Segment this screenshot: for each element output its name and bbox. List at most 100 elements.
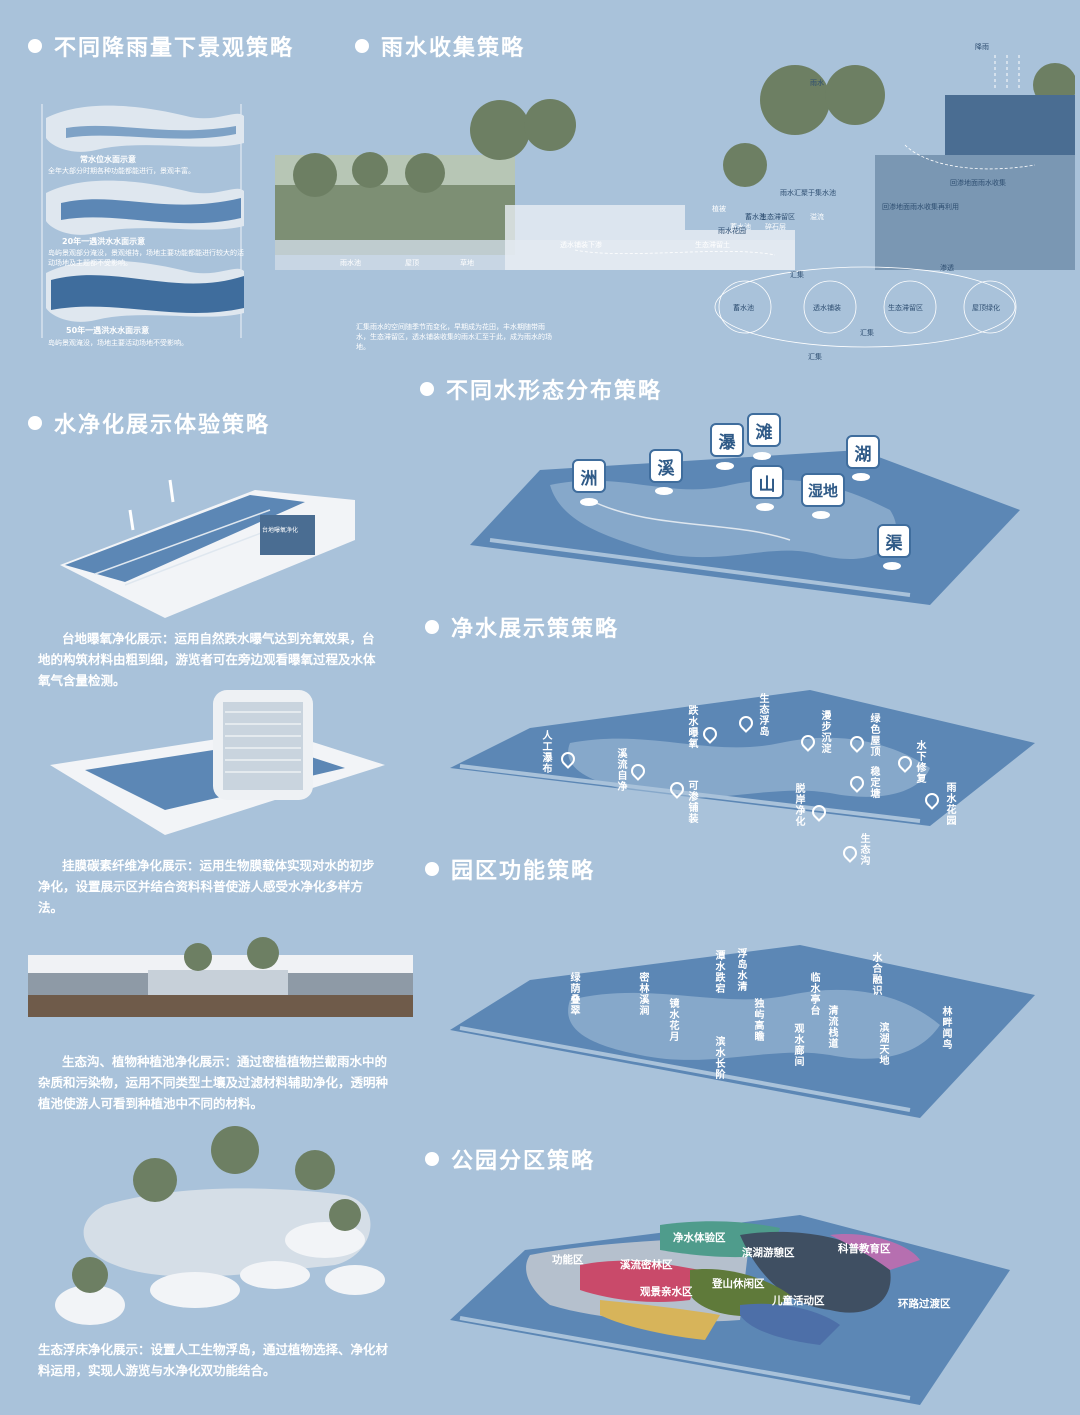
- water-form-tag: 湿地: [801, 473, 845, 507]
- zone-label: 儿童活动区: [772, 1295, 825, 1307]
- collect-caption: 汇集雨水的空间随季节而变化，早期成为花田，丰水期随带雨水，生态滞留区，透水铺装收…: [356, 323, 552, 351]
- tag-pin-icon: [812, 511, 830, 519]
- function-point-label: 浮岛水清: [735, 948, 746, 992]
- tag-pin-icon: [655, 487, 673, 495]
- function-point-label: 密林溪涧: [637, 972, 648, 1016]
- function-point-label: 临水亭台: [808, 972, 819, 1016]
- cycle-node: 蓄水池: [733, 304, 754, 312]
- collect-label: 蓄水池: [730, 223, 751, 231]
- flood-50-level: [46, 260, 244, 322]
- purify-desc: 生态浮床净化展示：设置人工生物浮岛，通过植物选择、净化材料运用，实现人游览与水净…: [38, 1342, 389, 1378]
- clean-point-label: 绿色屋顶: [868, 713, 879, 757]
- cycle-node: 屋顶绿化: [972, 304, 1000, 312]
- zone-shape: [600, 1300, 720, 1340]
- zone-label: 净水体验区: [673, 1232, 726, 1244]
- clean-point-label: 溪流自净: [615, 748, 626, 792]
- collect-label: 回渗地面雨水收集再利用: [882, 203, 959, 211]
- zone-shape: [740, 1231, 891, 1313]
- collect-label: 回渗地面雨水收集: [950, 179, 1006, 187]
- cycle-node: 透水铺装: [813, 304, 841, 312]
- collect-label: 雨水花园: [718, 227, 746, 235]
- water-form-tag: 山: [750, 465, 784, 499]
- zone-label: 滨湖游憩区: [742, 1247, 795, 1259]
- location-pin-icon: [840, 843, 860, 863]
- zone-label: 登山休闲区: [712, 1278, 765, 1290]
- rain-level-desc: 全年大部分时期各种功能都能进行，景观丰富。: [48, 167, 195, 175]
- rain-level-desc: 岛屿景观淹没，场地主要活动场地不受影响。: [48, 339, 188, 347]
- bullet-icon: [425, 862, 439, 876]
- bullet-icon: [425, 620, 439, 634]
- bullet-icon: [425, 1152, 439, 1166]
- clean-point-label: 生态沟: [858, 833, 869, 866]
- cycle-edge: 汇集: [860, 329, 874, 337]
- purify-desc: 台地曝氧净化展示：运用自然跌水曝气达到充氧效果，台地的构筑材料由粗到细，游览者可…: [38, 631, 376, 688]
- clean-point-label: 可渗铺装: [686, 780, 697, 824]
- function-point-label: 观水廊间: [792, 1023, 803, 1067]
- clean-point-label: 漫步沉淀: [819, 710, 830, 754]
- clean-point-label: 水下修复: [914, 740, 925, 784]
- collect-label: 屋顶: [405, 259, 419, 267]
- clean-show-map: [450, 690, 1035, 826]
- zone-shape: [580, 1260, 700, 1302]
- heading-rain-landscape: 不同降雨量下景观策略: [28, 30, 294, 62]
- zone-label: 功能区: [552, 1254, 584, 1266]
- water-form-map: [470, 450, 1020, 605]
- function-point-label: 滨湖天地: [877, 1022, 888, 1066]
- bullet-icon: [420, 382, 434, 396]
- zone-label: 科普教育区: [838, 1243, 891, 1255]
- clean-point-label: 稳定塘: [868, 766, 879, 799]
- bullet-icon: [28, 39, 42, 53]
- eco-ditch-illustration: [28, 937, 413, 1017]
- function-point-label: 滨水长阶: [713, 1036, 724, 1080]
- heading-function: 园区功能策略: [425, 853, 595, 885]
- collect-label: 溢流: [810, 213, 824, 221]
- heading-clean-show: 净水展示策策略: [425, 611, 619, 643]
- flood-20-level: [46, 180, 244, 235]
- collect-label: 碎石层: [765, 223, 786, 231]
- purify-desc: 挂膜碳素纤维净化展示：运用生物膜载体实现对水的初步净化，设置展示区并结合资料科普…: [38, 858, 375, 915]
- bullet-icon: [355, 39, 369, 53]
- cycle-node: 生态滞留区: [888, 304, 923, 312]
- rain-levels-diagram: [41, 104, 244, 338]
- collect-label: 蓄水池: [745, 213, 766, 221]
- rain-level-title: 常水位水面示意: [80, 155, 136, 164]
- water-form-tag: 渠: [877, 524, 911, 558]
- cycle-edge: 汇集: [808, 353, 822, 361]
- water-form-tag: 湖: [846, 435, 880, 469]
- carbon-fiber-illustration: [50, 690, 385, 835]
- water-form-tag: 滩: [747, 413, 781, 447]
- collect-label: 草地: [460, 259, 474, 267]
- zoning-map: [450, 1215, 1010, 1405]
- water-form-tag: 瀑: [710, 423, 744, 457]
- zone-label: 溪流密林区: [620, 1259, 673, 1271]
- tag-pin-icon: [580, 498, 598, 506]
- tag-pin-icon: [883, 562, 901, 570]
- collect-label: 生态滞留土: [695, 241, 730, 249]
- clean-point-label: 雨水花园: [944, 782, 955, 826]
- rain-level-title: 20年一遇洪水水面示意: [62, 237, 146, 246]
- clean-point-label: 人工瀑布: [540, 730, 551, 774]
- water-form-tag: 溪: [649, 449, 683, 483]
- cycle-edge: 渗透: [940, 264, 954, 272]
- collect-label: 降雨: [975, 43, 989, 51]
- zone-label: 环路过渡区: [898, 1298, 951, 1310]
- cycle-edge: 汇集: [790, 271, 804, 279]
- floating-island-illustration: [55, 1126, 385, 1325]
- function-point-label: 水合融识: [870, 952, 881, 996]
- zone-label: 观景亲水区: [640, 1286, 693, 1298]
- tag-pin-icon: [852, 473, 870, 481]
- water-form-tag: 洲: [572, 459, 606, 493]
- normal-water-level: [46, 105, 244, 152]
- function-point-label: 清流栈道: [826, 1005, 837, 1049]
- collect-label: 雨水汇聚于集水池: [780, 189, 836, 197]
- tag-pin-icon: [756, 503, 774, 511]
- terrace-aeration-illustration: [60, 479, 355, 618]
- function-point-label: 镜水花月: [667, 998, 678, 1042]
- bullet-icon: [28, 416, 42, 430]
- collect-label: 植被: [712, 205, 726, 213]
- purify-desc: 生态沟、植物种植池净化展示：通过密植植物拦截雨水中的杂质和污染物，运用不同类型土…: [38, 1054, 389, 1111]
- zone-shape: [740, 1303, 840, 1345]
- collect-label: 生态滞留区: [760, 213, 795, 221]
- collect-label: 透水铺装下渗: [560, 241, 602, 249]
- clean-point-label: 脱岸净化: [793, 783, 804, 827]
